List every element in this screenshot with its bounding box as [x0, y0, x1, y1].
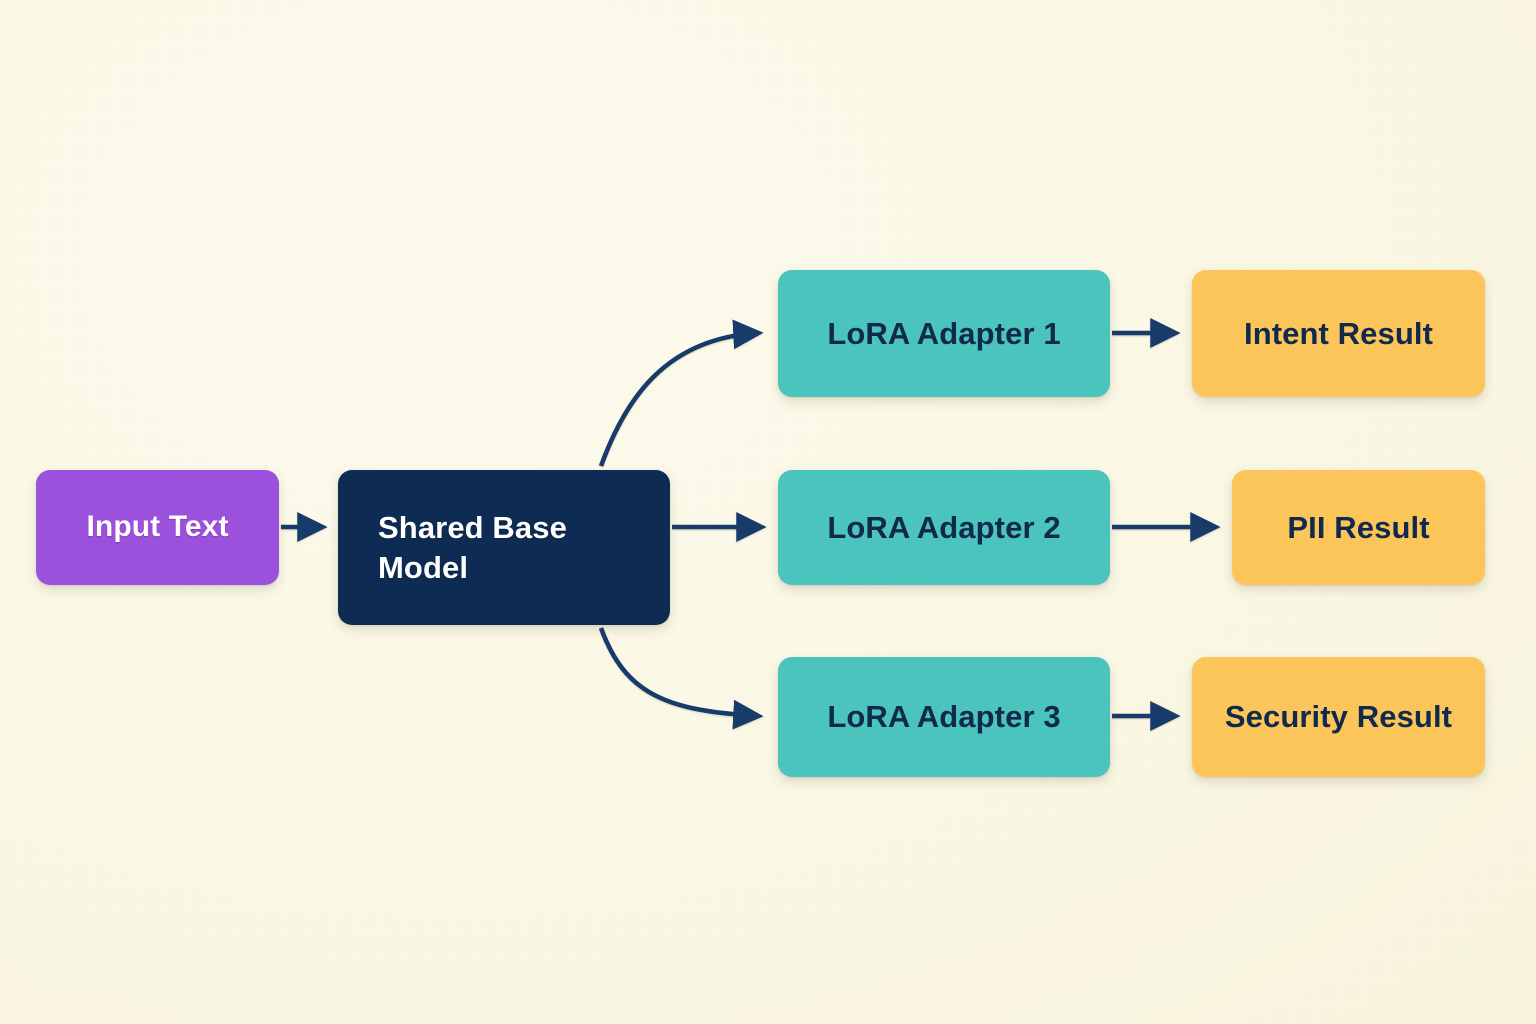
node-pii-result-label: PII Result — [1287, 509, 1430, 545]
node-security-result[interactable]: Security Result — [1192, 657, 1485, 777]
node-intent-result-label: Intent Result — [1243, 315, 1434, 351]
node-lora-adapter-1-label: LoRA Adapter 1 — [827, 315, 1061, 351]
edge-base-to-adapter3 — [598, 627, 764, 730]
node-lora-adapter-2[interactable]: LoRA Adapter 2 — [778, 470, 1110, 585]
node-lora-adapter-3-label: LoRA Adapter 3 — [827, 699, 1061, 735]
node-shared-base-model-label: Shared Base Model — [378, 509, 567, 585]
node-input-text-label: Input Text — [86, 510, 229, 544]
node-shared-base-model[interactable]: Shared Base Model — [338, 470, 670, 625]
node-intent-result[interactable]: Intent Result — [1192, 270, 1485, 397]
node-lora-adapter-1[interactable]: LoRA Adapter 1 — [778, 270, 1110, 397]
node-security-result-label: Security Result — [1224, 699, 1453, 735]
node-lora-adapter-3[interactable]: LoRA Adapter 3 — [778, 657, 1110, 777]
node-lora-adapter-2-label: LoRA Adapter 2 — [827, 509, 1061, 545]
node-pii-result[interactable]: PII Result — [1232, 470, 1485, 585]
node-input-text[interactable]: Input Text — [36, 470, 279, 585]
edge-base-to-adapter1 — [598, 319, 764, 467]
